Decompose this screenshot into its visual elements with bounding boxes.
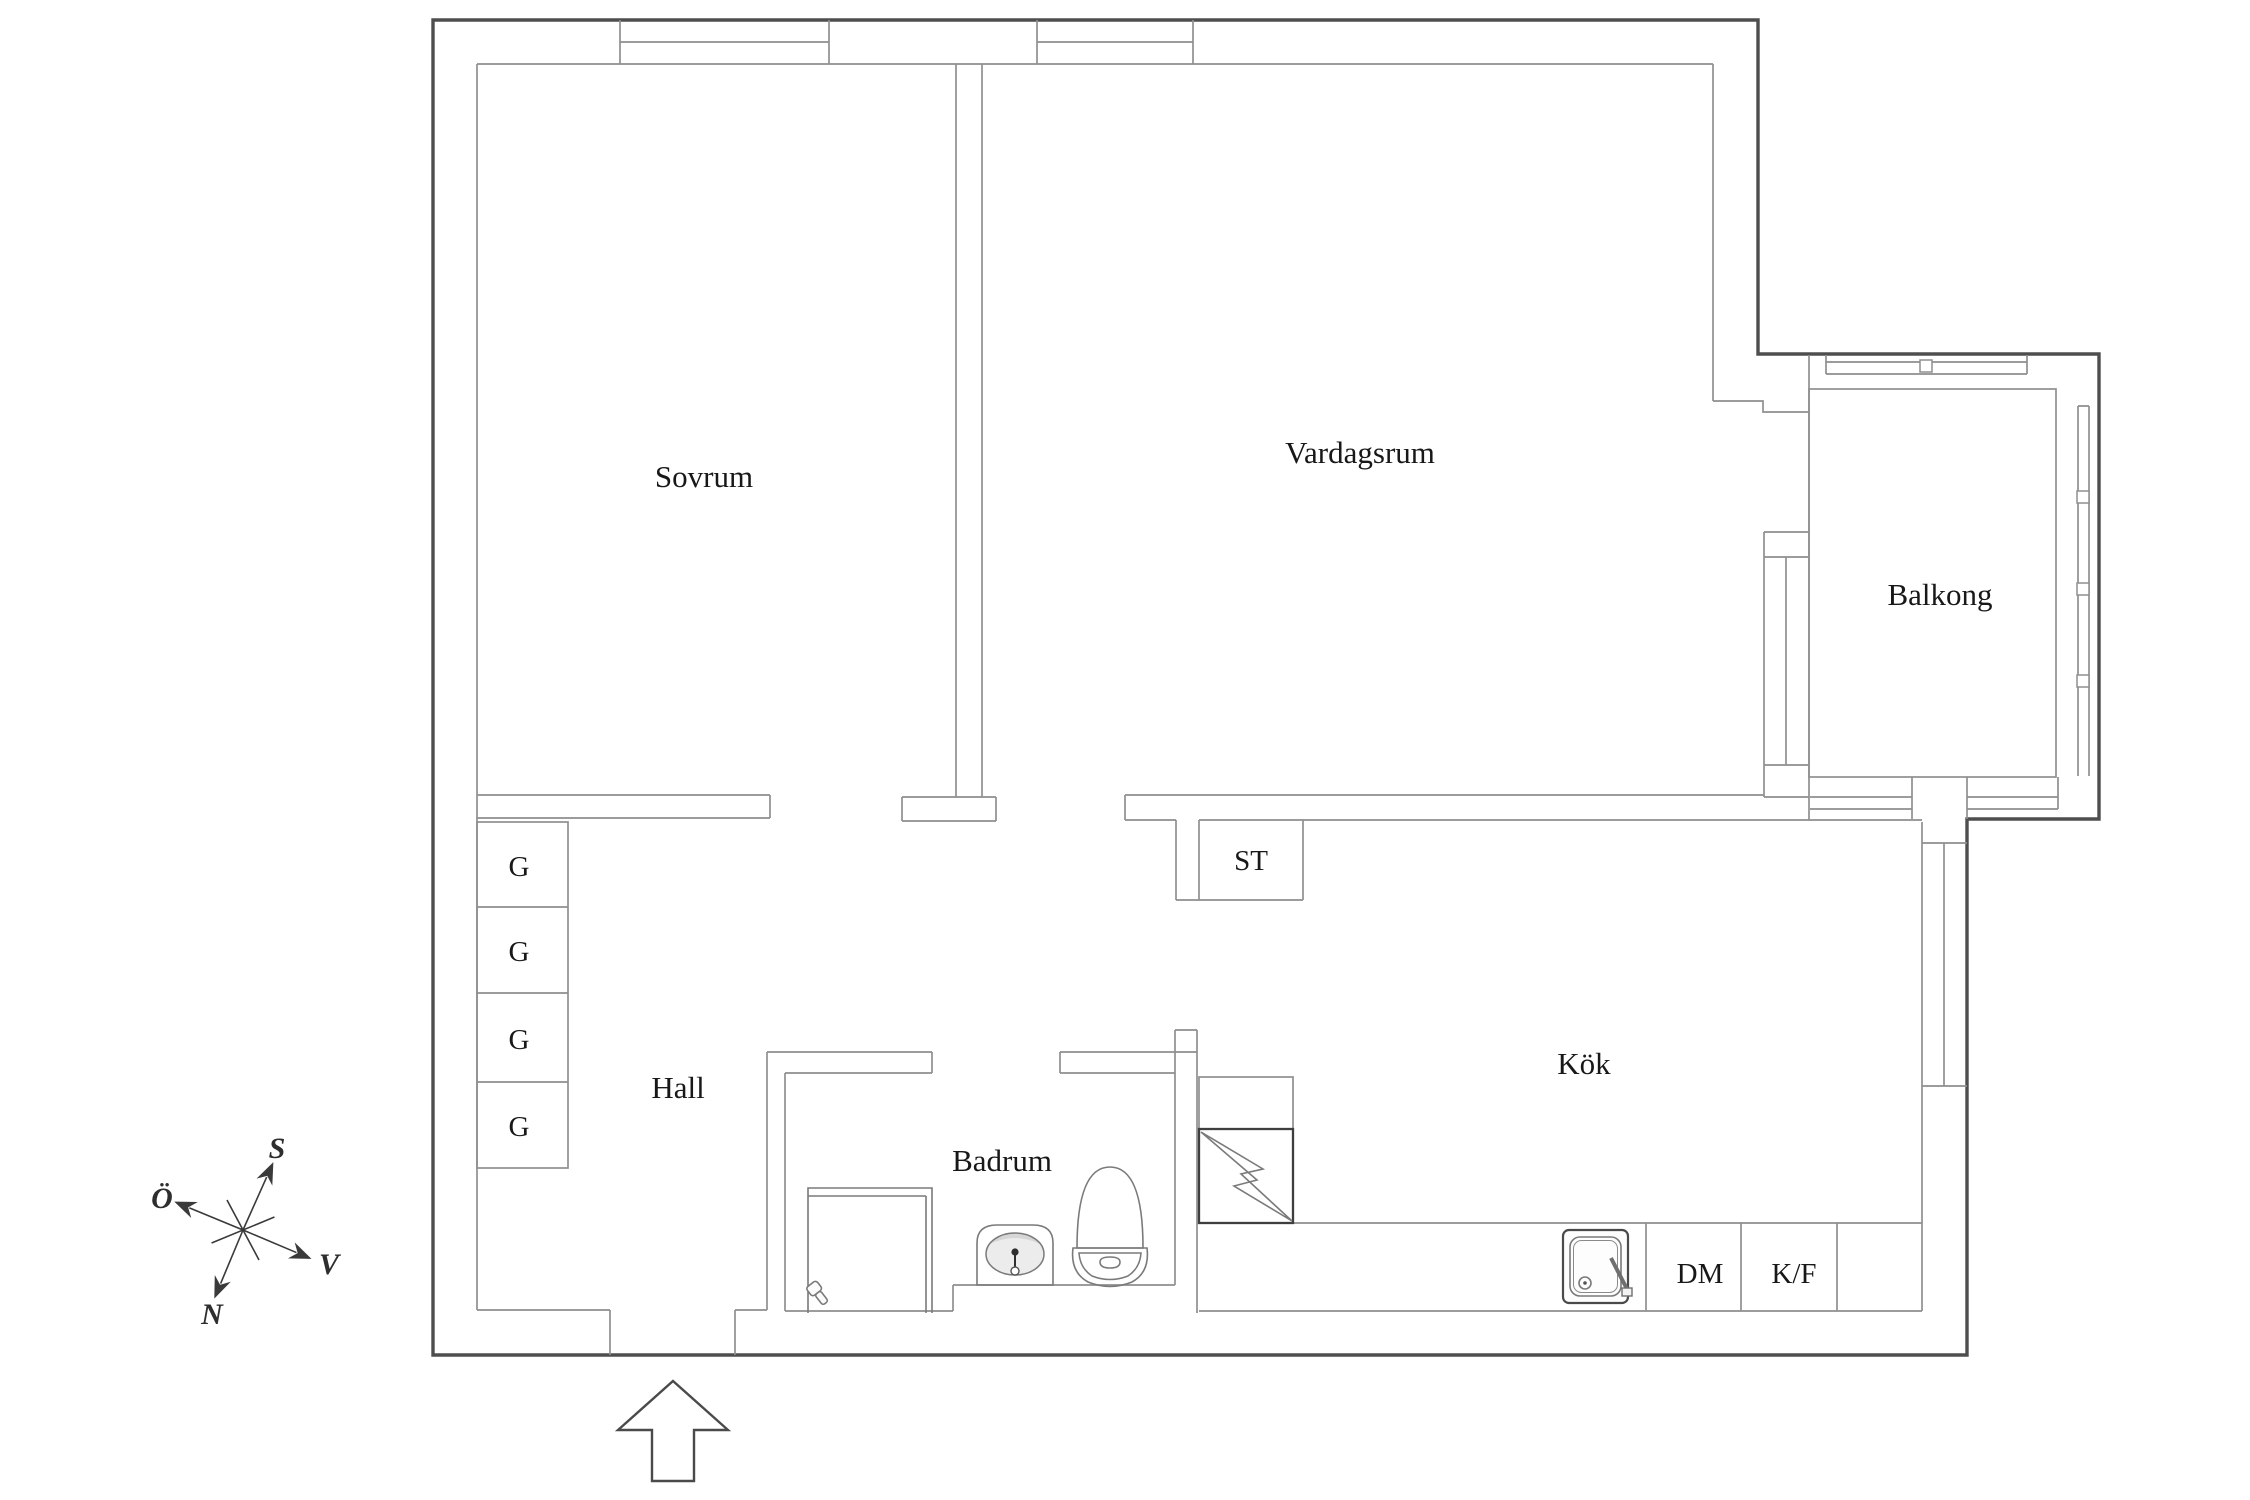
room-label-hall: Hall: [651, 1070, 704, 1105]
room-label-vardagsrum: Vardagsrum: [1285, 435, 1435, 470]
room-label-kok: Kök: [1557, 1046, 1611, 1081]
compass-label-north: N: [200, 1298, 224, 1331]
shower-mixer-icon: [806, 1280, 829, 1306]
appliance-label-dm: DM: [1677, 1258, 1724, 1290]
compass-label-west: V: [319, 1248, 342, 1281]
balcony-rail-post: [2076, 582, 2090, 596]
compass-arrow-west: [242, 1229, 312, 1259]
compass-arrow-north: [214, 1229, 244, 1299]
stove-lightning-icon: [1200, 1131, 1293, 1222]
balcony-rail-post: [2076, 490, 2090, 504]
bathroom-fixtures: [806, 1166, 1149, 1313]
compass-label-south: S: [269, 1132, 286, 1165]
compass-arrow-east: [174, 1201, 244, 1231]
washbasin-icon: [976, 1224, 1054, 1286]
closet-label-st: ST: [1234, 845, 1268, 877]
shower-enclosure: [807, 1187, 933, 1313]
kitchen-fixtures: [1197, 1076, 1633, 1305]
balcony-rail-post: [2076, 674, 2090, 688]
outer-wall-boundary: [431, 18, 2101, 1357]
room-label-badrum: Badrum: [952, 1143, 1052, 1178]
interior-walls: [476, 20, 2090, 1355]
room-label-sovrum: Sovrum: [655, 459, 753, 494]
toilet-icon: [1071, 1166, 1149, 1288]
balcony-rail-post: [1919, 359, 1933, 373]
kitchen-sink-icon: [1561, 1228, 1633, 1305]
closet-label-g1: G: [509, 851, 530, 883]
closet-label-g4: G: [509, 1111, 530, 1143]
compass-rose: [174, 1162, 312, 1299]
wardrobe-column: [476, 821, 569, 1169]
stove: [1197, 1127, 1295, 1225]
closet-label-g3: G: [509, 1024, 530, 1056]
closet-label-g2: G: [509, 936, 530, 968]
appliance-label-kf: K/F: [1771, 1258, 1816, 1290]
balcony-floor: [1808, 388, 2057, 778]
compass-arrow-south: [242, 1162, 274, 1231]
room-label-balkong: Balkong: [1887, 577, 1992, 612]
compass-label-east: Ö: [151, 1182, 173, 1215]
entrance-arrow-icon: [614, 1379, 732, 1483]
kitchen-bench: [1198, 1076, 1294, 1130]
